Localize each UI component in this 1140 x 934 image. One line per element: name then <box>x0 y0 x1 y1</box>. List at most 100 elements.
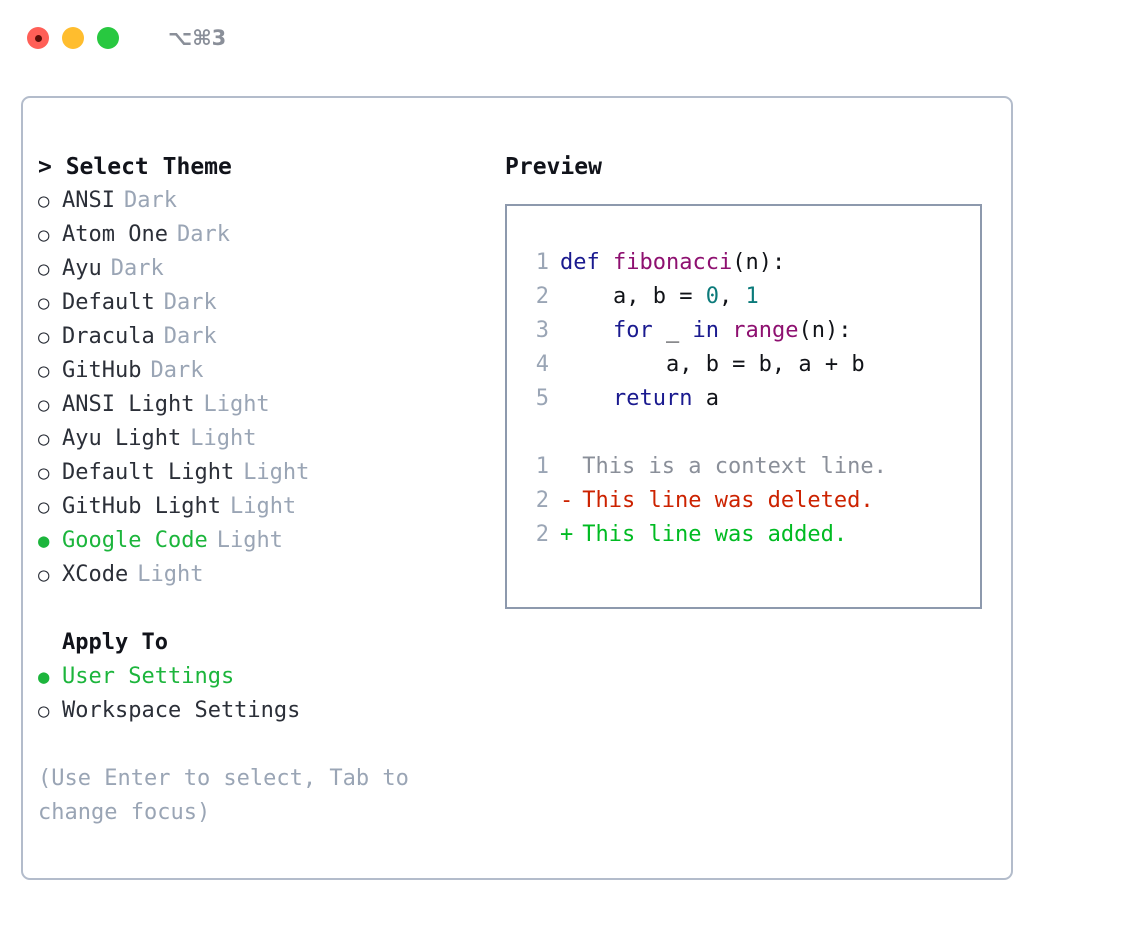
keyboard-shortcut-label: ⌥⌘3 <box>168 26 227 50</box>
theme-name: ANSI <box>62 188 115 213</box>
line-number: 3 <box>535 318 549 343</box>
preview-title: Preview <box>505 154 602 180</box>
radio-selected-icon: ● <box>38 666 50 688</box>
token-plain: (n): <box>798 318 852 343</box>
theme-option-ayu[interactable]: ○ Ayu Dark <box>38 252 503 286</box>
theme-kind: Dark <box>163 290 217 315</box>
theme-option-github-light[interactable]: ○ GitHub Light Light <box>38 490 503 524</box>
radio-icon: ○ <box>38 428 50 450</box>
keyboard-hint-text: (Use Enter to select, Tab to change focu… <box>38 766 409 825</box>
theme-kind: Light <box>243 460 310 485</box>
spacer <box>38 592 503 626</box>
theme-kind: Dark <box>123 188 177 213</box>
token-plain: a, b = <box>560 284 706 309</box>
theme-option-default-light[interactable]: ○ Default Light Light <box>38 456 503 490</box>
token-keyword: return <box>612 386 693 411</box>
theme-kind: Dark <box>110 256 164 281</box>
radio-icon: ○ <box>38 394 50 416</box>
diff-content: This line was added. <box>582 522 848 547</box>
title-bar: ⌥⌘3 <box>0 0 1140 76</box>
traffic-light-group <box>27 27 119 49</box>
token-number: 1 <box>745 284 759 309</box>
code-content: for _ in range(n): <box>560 314 851 348</box>
theme-option-dracula[interactable]: ○ Dracula Dark <box>38 320 503 354</box>
theme-option-github[interactable]: ○ GitHub Dark <box>38 354 503 388</box>
apply-to-name: User Settings <box>62 664 235 689</box>
theme-name: Google Code <box>62 528 208 553</box>
code-line: 2 a, b = 0, 1 <box>521 280 980 314</box>
radio-icon: ○ <box>38 326 50 348</box>
theme-kind: Light <box>190 426 257 451</box>
spacer <box>521 416 980 450</box>
theme-kind: Light <box>216 528 283 553</box>
token-keyword: def <box>560 250 600 275</box>
token-plain <box>600 250 613 275</box>
diff-marker: - <box>560 488 574 513</box>
code-line: 5 return a <box>521 382 980 416</box>
token-plain: a, b = b, a + b <box>560 352 865 377</box>
radio-icon: ○ <box>38 224 50 246</box>
code-preview: 1 def fibonacci(n): 2 a, b = 0, 1 3 for … <box>521 246 980 416</box>
token-number: 0 <box>705 284 719 309</box>
apply-to-option-workspace-settings[interactable]: ○ Workspace Settings <box>38 694 503 728</box>
theme-option-list[interactable]: ○ ANSI Dark ○ Atom One Dark ○ Ayu Dark <box>38 184 503 592</box>
theme-name: ANSI Light <box>62 392 195 417</box>
theme-option-default[interactable]: ○ Default Dark <box>38 286 503 320</box>
close-window-button[interactable] <box>27 27 49 49</box>
theme-option-google-code[interactable]: ● Google Code Light <box>38 524 503 558</box>
token-keyword: in <box>692 318 719 343</box>
radio-icon: ○ <box>38 360 50 382</box>
token-function: range <box>732 318 799 343</box>
theme-kind: Dark <box>176 222 230 247</box>
code-line: 1 def fibonacci(n): <box>521 246 980 280</box>
line-number: 1 <box>535 250 549 275</box>
theme-name: Default <box>62 290 155 315</box>
preview-box: 1 def fibonacci(n): 2 a, b = 0, 1 3 for … <box>505 204 982 609</box>
token-plain: (n): <box>732 250 786 275</box>
token-plain: _ <box>652 318 693 343</box>
code-line: 4 a, b = b, a + b <box>521 348 980 382</box>
theme-kind: Light <box>137 562 204 587</box>
maximize-window-button[interactable] <box>97 27 119 49</box>
theme-option-ayu-light[interactable]: ○ Ayu Light Light <box>38 422 503 456</box>
radio-icon: ○ <box>38 462 50 484</box>
theme-option-ansi-light[interactable]: ○ ANSI Light Light <box>38 388 503 422</box>
line-number: 2 <box>535 488 549 513</box>
theme-name: GitHub <box>62 358 142 383</box>
token-plain <box>719 318 732 343</box>
theme-option-atom-one[interactable]: ○ Atom One Dark <box>38 218 503 252</box>
radio-icon: ○ <box>38 496 50 518</box>
diff-line-context: 1 This is a context line. <box>521 450 980 484</box>
diff-preview: 1 This is a context line. 2 - This line … <box>521 450 980 552</box>
minimize-window-button[interactable] <box>62 27 84 49</box>
page-title: > Select Theme <box>38 154 232 180</box>
line-number: 2 <box>535 522 549 547</box>
theme-option-ansi[interactable]: ○ ANSI Dark <box>38 184 503 218</box>
apply-to-option-list[interactable]: ● User Settings ○ Workspace Settings <box>38 660 503 728</box>
token-plain: a <box>692 386 719 411</box>
radio-icon: ○ <box>38 700 50 722</box>
token-function: fibonacci <box>613 250 733 275</box>
line-number: 4 <box>535 352 549 377</box>
token-plain <box>560 318 613 343</box>
apply-to-name: Workspace Settings <box>62 698 301 723</box>
apply-to-label: Apply To <box>62 630 168 655</box>
theme-selector-panel: > Select Theme ○ ANSI Dark ○ Atom One Da… <box>21 96 1013 880</box>
line-number: 2 <box>535 284 549 309</box>
theme-kind: Light <box>229 494 297 519</box>
code-line: 3 for _ in range(n): <box>521 314 980 348</box>
radio-icon: ○ <box>38 564 50 586</box>
theme-name: GitHub Light <box>62 494 221 519</box>
radio-selected-icon: ● <box>38 530 50 552</box>
code-content: a, b = 0, 1 <box>560 280 759 314</box>
code-content: a, b = b, a + b <box>560 348 865 382</box>
theme-kind: Light <box>203 392 270 417</box>
diff-marker: + <box>560 522 574 547</box>
theme-name: XCode <box>62 562 129 587</box>
theme-name: Default Light <box>62 460 235 485</box>
token-keyword: for <box>612 318 653 343</box>
theme-option-xcode[interactable]: ○ XCode Light <box>38 558 503 592</box>
apply-to-option-user-settings[interactable]: ● User Settings <box>38 660 503 694</box>
radio-icon: ○ <box>38 190 50 212</box>
